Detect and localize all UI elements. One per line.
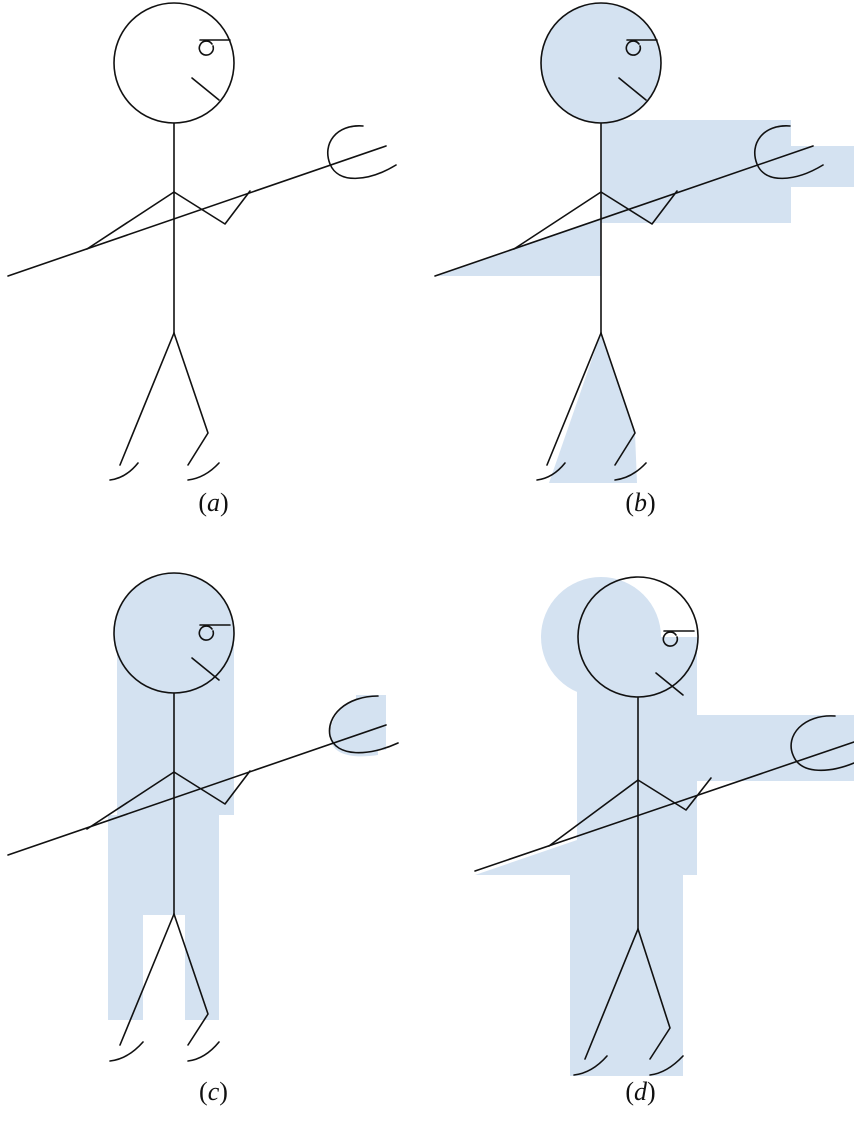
left-leg [119,913,175,1046]
shade-left-arm [475,840,577,875]
left-leg [584,928,639,1060]
eye [662,630,695,647]
shade-lower-block [570,870,683,1076]
shaded-region [475,577,854,1076]
caption-letter: b [634,488,647,517]
shade-fork-tip [356,695,386,750]
eye [198,39,231,56]
caption-letter: c [207,1077,220,1106]
caption-open: ( [199,1077,208,1106]
spear-shaft [7,724,387,856]
spear-fork [327,125,397,180]
left-foot [109,462,139,481]
shade-right-strip [185,815,219,1020]
caption-open: ( [625,488,634,517]
spear-shaft [474,741,854,872]
left-leg [546,332,602,466]
right-leg [173,913,209,1046]
spear-shaft [7,145,387,277]
left-arm [513,191,602,250]
left-arm [548,779,639,847]
figure-a [7,2,397,481]
shade-mid-strip [143,815,185,915]
spear-fork [328,695,399,754]
eye [625,39,658,56]
left-foot [573,1055,608,1076]
right-leg [637,928,671,1060]
panel-b: (b) [427,0,854,565]
caption-a: (a) [0,488,427,518]
shade-upper-body [577,637,697,717]
caption-close: ) [219,1077,228,1106]
caption-b: (b) [427,488,854,518]
stick-figure [7,2,397,481]
figure-d [474,576,854,1076]
stick-figure [434,2,824,481]
left-foot [109,1041,144,1062]
spear-fork [754,125,824,180]
panel-c: (c) [0,565,427,1130]
stick-figure [7,572,399,1062]
shade-body-upper [117,633,234,815]
caption-c: (c) [0,1077,427,1107]
shade-head [541,3,661,123]
mouth [191,657,220,681]
left-leg [119,332,175,466]
right-foot [649,1055,684,1076]
mouth [618,77,647,101]
right-arm [637,777,712,811]
shaded-region [435,3,854,483]
caption-close: ) [220,488,229,517]
spear-fork [790,715,854,772]
head [113,2,235,124]
right-arm [173,190,251,225]
right-foot [614,462,647,481]
figure-b [434,2,854,483]
caption-d: (d) [427,1077,854,1107]
panel-d: (d) [427,565,854,1130]
right-leg [600,332,636,466]
figure-c [7,572,399,1062]
shade-left-strip [108,815,143,1020]
right-arm [173,770,251,805]
shade-legs [549,333,637,483]
caption-close: ) [647,488,656,517]
right-leg [173,332,209,466]
spear-shaft [434,145,814,277]
caption-open: ( [625,1077,634,1106]
right-foot [187,462,220,481]
caption-close: ) [647,1077,656,1106]
eye [198,624,231,641]
caption-open: ( [198,488,207,517]
left-foot [536,462,566,481]
mouth [655,672,684,696]
caption-letter: a [207,488,220,517]
right-foot [187,1041,220,1062]
shade-right-block [697,715,854,781]
left-arm [86,771,175,830]
shaded-region [108,573,386,1020]
stick-figure [474,576,854,1076]
right-arm [600,190,678,225]
panel-a: (a) [0,0,427,565]
left-arm [86,191,175,250]
shade-mid-body [577,715,697,875]
mouth [191,77,220,101]
shade-fork-right [791,146,854,187]
caption-letter: d [634,1077,647,1106]
